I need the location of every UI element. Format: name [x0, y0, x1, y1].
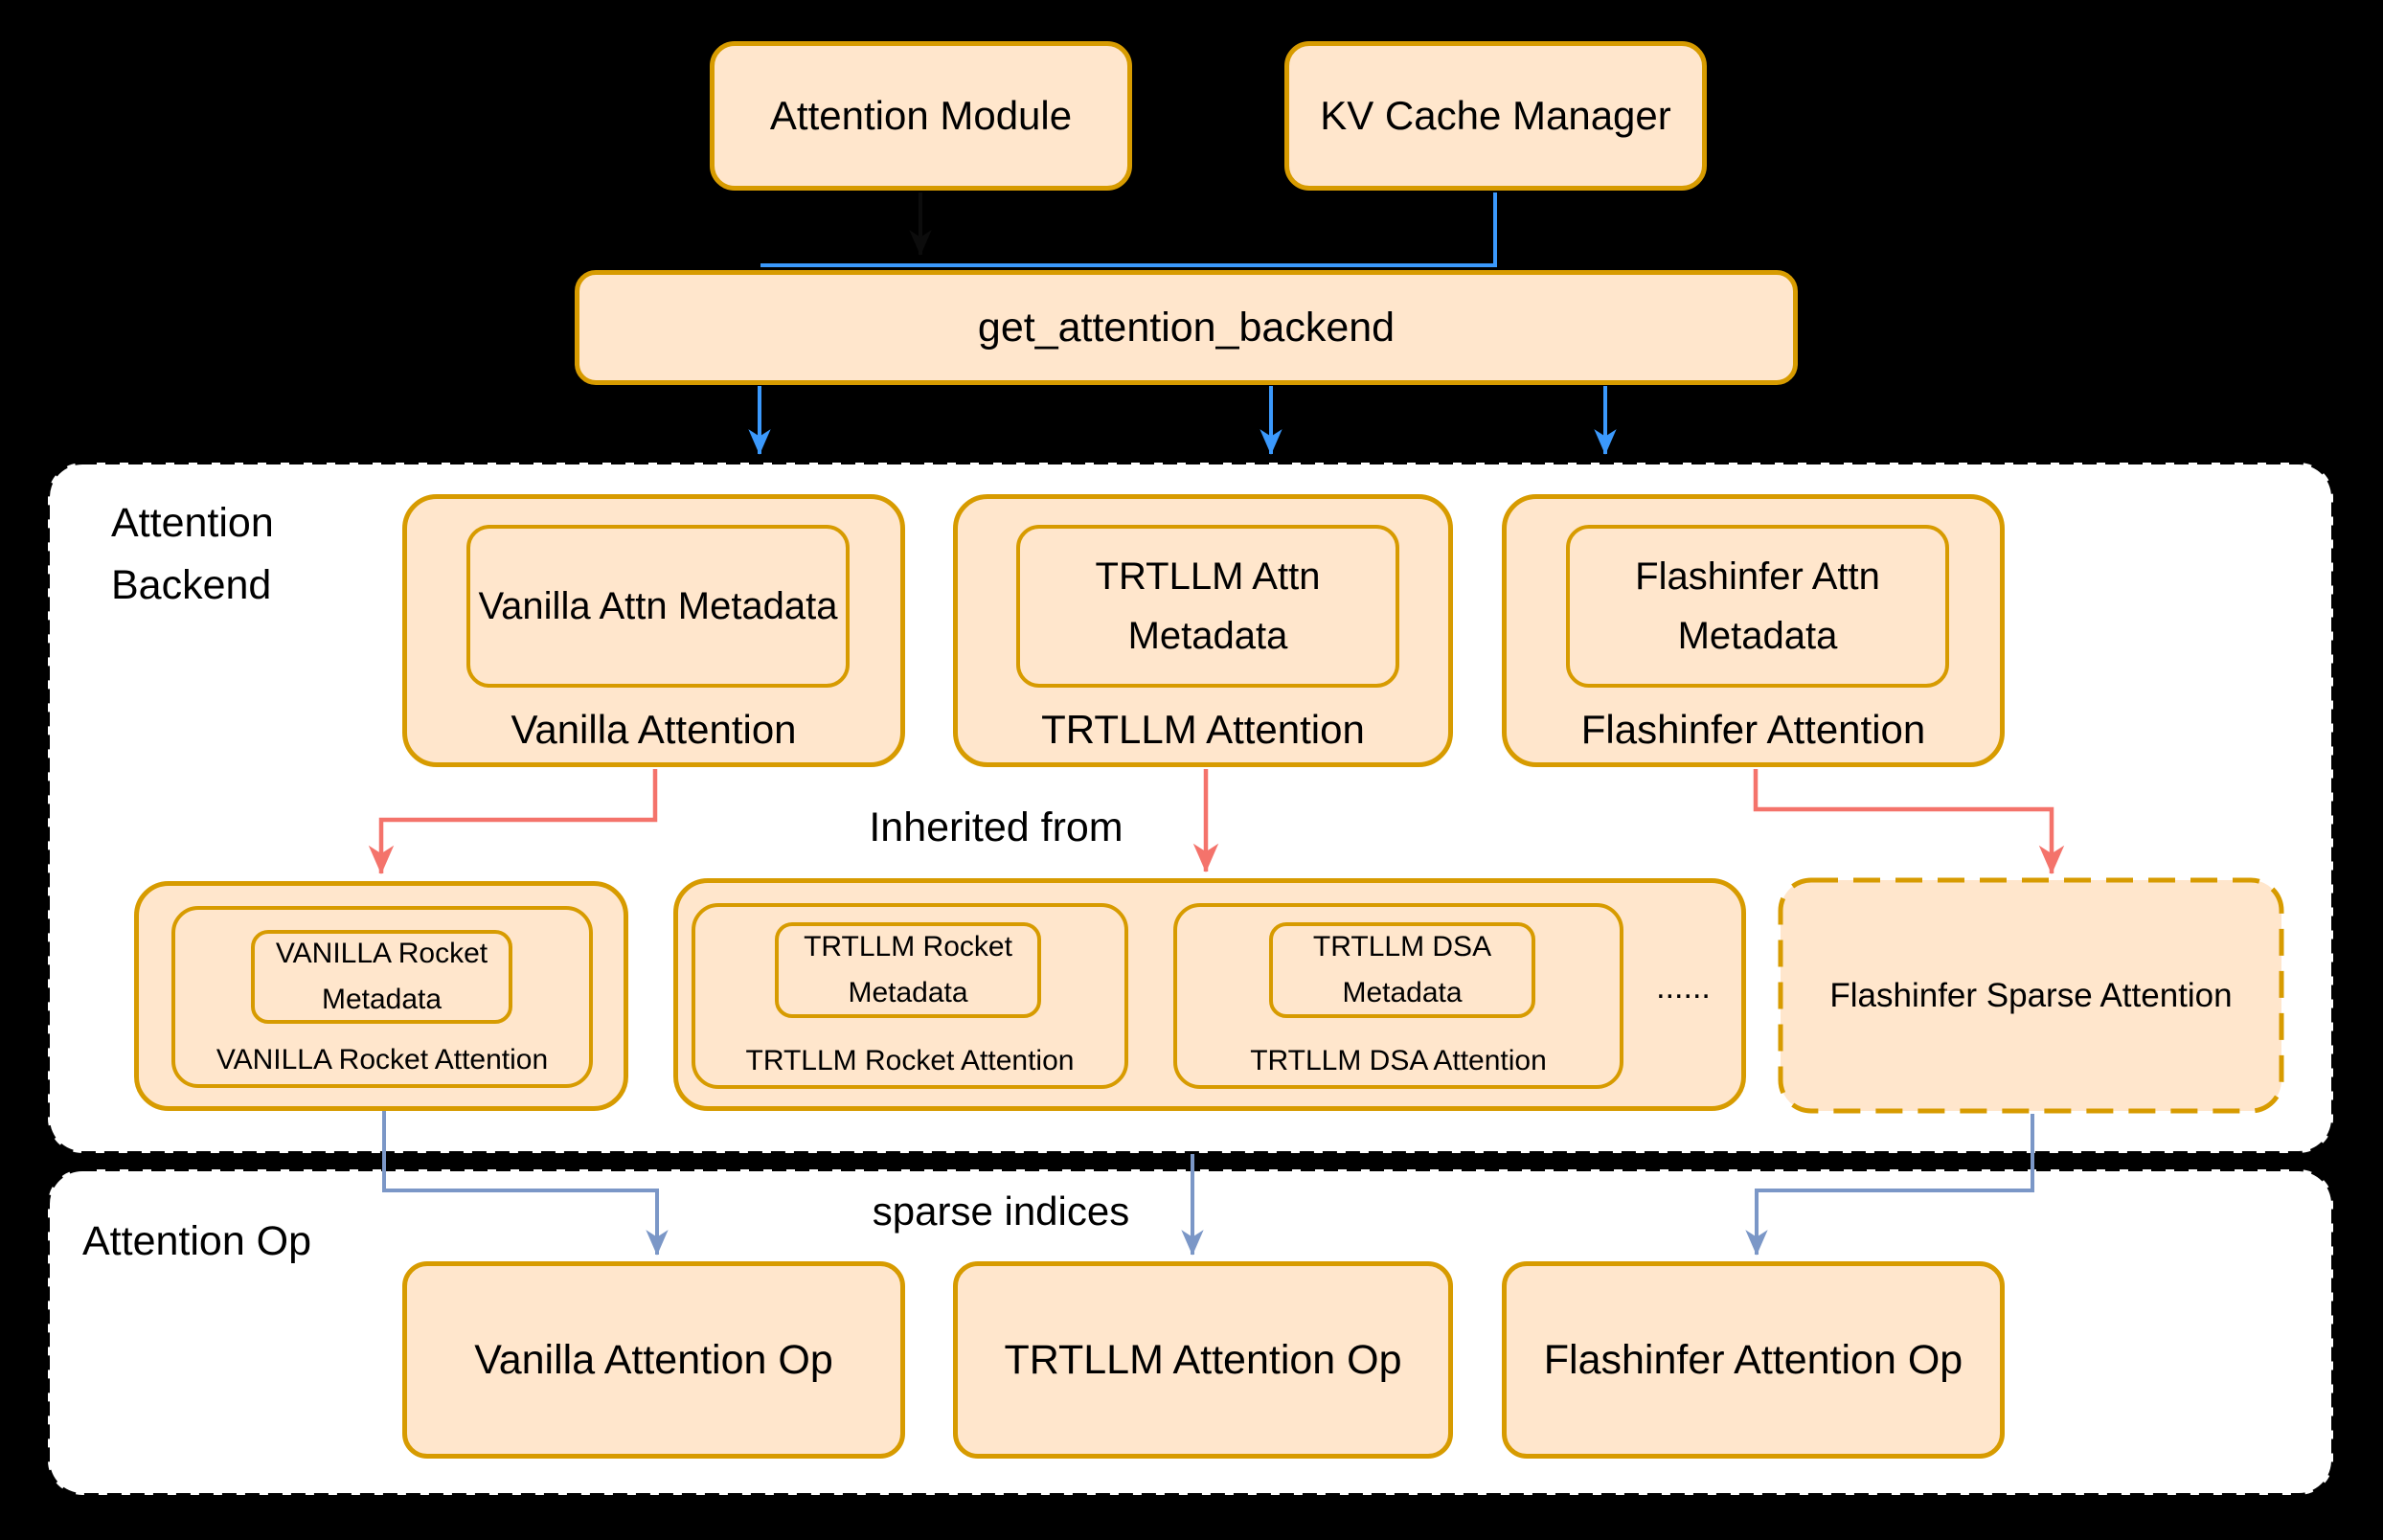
- vanilla-attention-label: Vanilla Attention: [511, 707, 797, 752]
- trtllm-attn-metadata-node: TRTLLM Attn Metadata: [1016, 525, 1399, 688]
- trtllm-rocket-attention-node: TRTLLM Rocket Metadata TRTLLM Rocket Att…: [692, 903, 1128, 1089]
- attention-module-label: Attention Module: [769, 93, 1073, 138]
- vanilla-attention-op-label: Vanilla Attention Op: [474, 1336, 833, 1383]
- trtllm-dsa-metadata-label: TRTLLM DSA Metadata: [1312, 931, 1492, 1008]
- flashinfer-attn-metadata-node: Flashinfer Attn Metadata: [1566, 525, 1949, 688]
- trtllm-attention-op-label: TRTLLM Attention Op: [1004, 1336, 1402, 1383]
- trtllm-dsa-attention-label: TRTLLM DSA Attention: [1250, 1045, 1547, 1076]
- attention-module-node: Attention Module: [710, 41, 1132, 191]
- flashinfer-attention-op-node: Flashinfer Attention Op: [1502, 1261, 2005, 1459]
- flashinfer-sparse-attention-label: Flashinfer Sparse Attention: [1829, 976, 2233, 1014]
- trtllm-rocket-attention-label: TRTLLM Rocket Attention: [745, 1045, 1075, 1076]
- vanilla-attn-metadata-label: Vanilla Attn Metadata: [478, 585, 838, 627]
- vanilla-attention-node: Vanilla Attn Metadata Vanilla Attention: [402, 494, 905, 767]
- edge-sparse-to-flashinfer-op: [1745, 1114, 2034, 1256]
- trtllm-dsa-metadata-node: TRTLLM DSA Metadata: [1269, 922, 1535, 1018]
- vanilla-attn-metadata-node: Vanilla Attn Metadata: [466, 525, 850, 688]
- more-backends-ellipsis: ......: [1656, 969, 1711, 1006]
- edge-flashinfer-to-sparse: [1753, 769, 2065, 874]
- flashinfer-attn-metadata-label: Flashinfer Attn Metadata: [1635, 555, 1880, 657]
- op-section-label: Attention Op: [82, 1218, 312, 1264]
- vanilla-rocket-metadata-label: VANILLA Rocket Metadata: [275, 938, 488, 1015]
- vanilla-rocket-attention-label: VANILLA Rocket Attention: [216, 1044, 549, 1076]
- vanilla-rocket-attention-outer: VANILLA Rocket Metadata VANILLA Rocket A…: [134, 881, 628, 1111]
- sparse-indices-label: sparse indices: [872, 1189, 1130, 1234]
- trtllm-derived-group: TRTLLM Rocket Metadata TRTLLM Rocket Att…: [673, 878, 1746, 1111]
- trtllm-attention-op-node: TRTLLM Attention Op: [953, 1261, 1453, 1459]
- trtllm-dsa-attention-node: TRTLLM DSA Metadata TRTLLM DSA Attention: [1173, 903, 1623, 1089]
- kv-cache-manager-node: KV Cache Manager: [1284, 41, 1707, 191]
- edge-vanilla-rocket-to-vanilla-op: [382, 1111, 669, 1256]
- edge-kv-cache-manager-to-get: [760, 192, 1497, 267]
- vanilla-rocket-metadata-node: VANILLA Rocket Metadata: [251, 930, 512, 1024]
- get-attention-backend-label: get_attention_backend: [977, 304, 1396, 351]
- vanilla-attention-op-node: Vanilla Attention Op: [402, 1261, 905, 1459]
- vanilla-rocket-attention-node: VANILLA Rocket Metadata VANILLA Rocket A…: [171, 906, 593, 1088]
- get-attention-backend-node: get_attention_backend: [575, 270, 1798, 385]
- flashinfer-attention-label: Flashinfer Attention: [1580, 707, 1926, 752]
- trtllm-rocket-metadata-node: TRTLLM Rocket Metadata: [775, 922, 1041, 1018]
- flashinfer-attention-node: Flashinfer Attn Metadata Flashinfer Atte…: [1502, 494, 2005, 767]
- backend-section-label: Attention Backend: [111, 500, 274, 608]
- kv-cache-manager-label: KV Cache Manager: [1320, 93, 1671, 138]
- trtllm-rocket-metadata-label: TRTLLM Rocket Metadata: [804, 931, 1012, 1008]
- trtllm-attention-label: TRTLLM Attention: [1041, 707, 1365, 752]
- trtllm-attention-node: TRTLLM Attn Metadata TRTLLM Attention: [953, 494, 1453, 767]
- edge-vanilla-to-vanilla-rocket: [368, 769, 658, 874]
- inherited-from-label: Inherited from: [869, 804, 1123, 850]
- trtllm-attn-metadata-label: TRTLLM Attn Metadata: [1095, 555, 1321, 657]
- flashinfer-sparse-attention-node-outline: [1778, 877, 2284, 1114]
- flashinfer-attention-op-label: Flashinfer Attention Op: [1543, 1336, 1963, 1383]
